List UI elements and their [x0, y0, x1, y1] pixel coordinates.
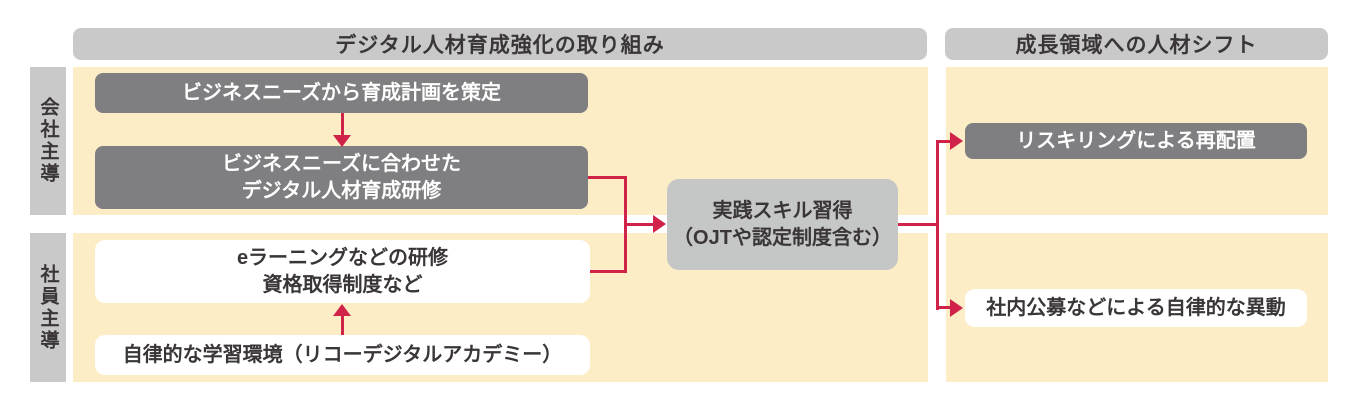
box-elearning: eラーニングなどの研修 資格取得制度など — [95, 240, 590, 303]
box-self-learning: 自律的な学習環境（リコーデジタルアカデミー） — [95, 335, 590, 375]
box-practical-skills: 実践スキル習得 （OJTや認定制度含む） — [667, 179, 898, 270]
header-talent-shift-label: 成長領域への人材シフト — [1015, 34, 1258, 57]
connector-training-out — [588, 176, 627, 179]
connector-elearning-out — [590, 270, 627, 273]
box-elearning-line2: 資格取得制度など — [262, 273, 423, 296]
arrow-plan-to-training-head-icon — [333, 135, 351, 147]
row-label-company-led: 会社主導 — [30, 67, 66, 215]
box-reskilling-label: リスキリングによる再配置 — [1016, 129, 1256, 152]
box-reskilling: リスキリングによる再配置 — [965, 123, 1307, 159]
header-digital-training: デジタル人材育成強化の取り組み — [73, 28, 927, 60]
box-training-line2: デジタル人材育成研修 — [241, 179, 442, 202]
arrow-to-reskilling-head-icon — [950, 132, 963, 150]
arrow-self-to-elearning-head-icon — [333, 304, 351, 316]
arrow-to-transfer-shaft — [938, 306, 952, 309]
box-plan: ビジネスニーズから育成計画を策定 — [95, 73, 588, 113]
box-training: ビジネスニーズに合わせた デジタル人材育成研修 — [95, 146, 588, 209]
row-label-company-led-text: 会社主導 — [37, 97, 59, 185]
arrow-to-practical-shaft — [624, 223, 655, 226]
arrow-self-to-elearning-shaft — [341, 314, 344, 335]
box-training-line1: ビジネスニーズに合わせた — [222, 153, 461, 176]
row-label-employee-led: 社員主導 — [30, 233, 66, 382]
connector-right-vertical — [936, 140, 939, 310]
box-practical-skills-line2: （OJTや認定制度含む） — [673, 226, 892, 249]
box-plan-label: ビジネスニーズから育成計画を策定 — [182, 81, 501, 104]
box-internal-transfer: 社内公募などによる自律的な異動 — [965, 289, 1307, 327]
header-digital-training-label: デジタル人材育成強化の取り組み — [335, 34, 665, 57]
arrow-plan-to-training-shaft — [341, 113, 344, 139]
box-practical-skills-line1: 実践スキル習得 — [712, 200, 853, 223]
arrow-to-practical-head-icon — [653, 215, 666, 233]
row-label-employee-led-text: 社員主導 — [37, 263, 59, 352]
arrow-to-reskilling-shaft — [938, 140, 952, 143]
box-elearning-line1: eラーニングなどの研修 — [236, 247, 449, 270]
arrow-to-transfer-head-icon — [950, 299, 963, 317]
box-self-learning-label: 自律的な学習環境（リコーデジタルアカデミー） — [122, 343, 563, 366]
connector-practical-out — [898, 223, 939, 226]
header-talent-shift: 成長領域への人材シフト — [945, 28, 1328, 60]
box-internal-transfer-label: 社内公募などによる自律的な異動 — [986, 296, 1286, 319]
